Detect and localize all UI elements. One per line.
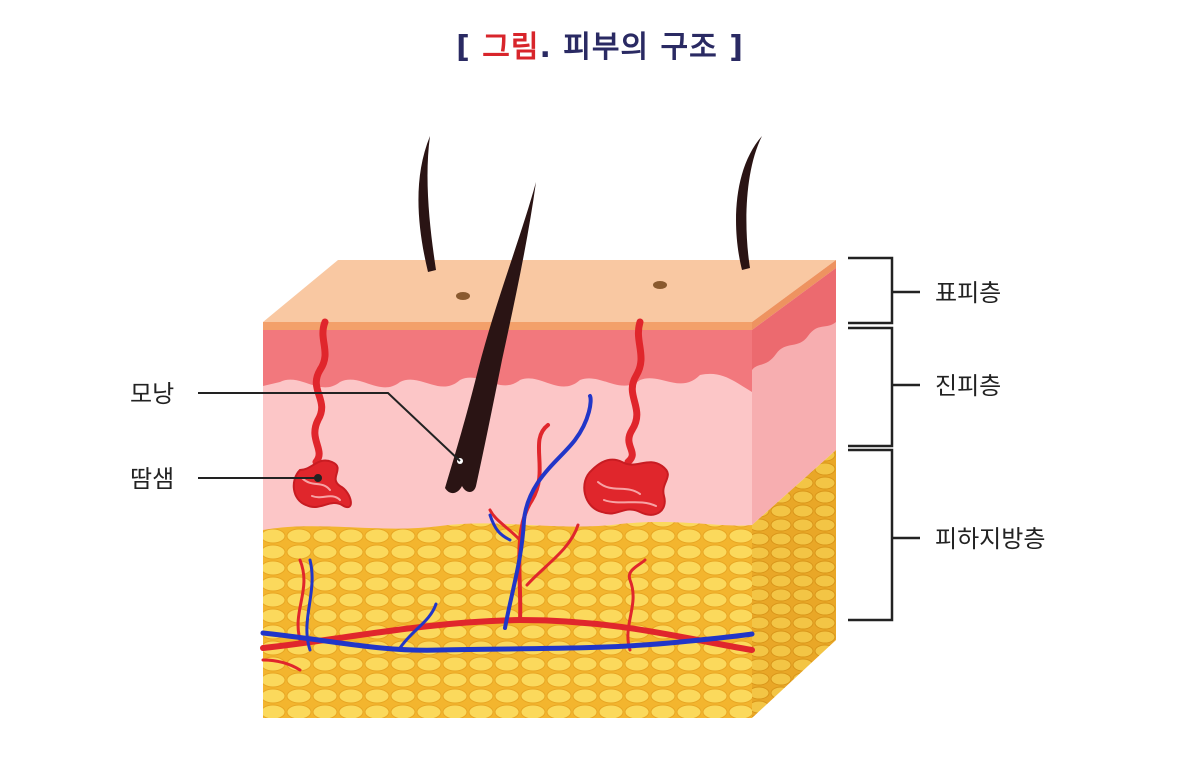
artery xyxy=(260,423,755,672)
vein xyxy=(260,394,755,653)
label-subcutaneous: 피하지방층 xyxy=(935,525,1045,553)
label-hair-follicle: 모낭 xyxy=(130,380,174,408)
title-close-bracket: ] xyxy=(729,30,744,65)
title-open-bracket: [ xyxy=(456,30,471,65)
pore-icon xyxy=(456,292,470,300)
figure-title: [ 그림. 피부의 구조 ] xyxy=(0,22,1200,66)
label-sweat-gland: 땀샘 xyxy=(130,465,174,493)
layer-brackets xyxy=(848,256,920,622)
title-accent: 그림 xyxy=(482,30,540,65)
bracket-dermis xyxy=(848,326,894,448)
title-text: . 피부의 구조 xyxy=(539,30,718,65)
epidermis-top-face xyxy=(263,260,836,330)
label-dermis: 진피층 xyxy=(935,372,1001,400)
pore-icon xyxy=(653,281,667,289)
bracket-epidermis xyxy=(848,256,894,325)
label-epidermis: 표피층 xyxy=(935,279,1001,307)
sweat-gland-right xyxy=(583,318,669,516)
hair-right xyxy=(736,136,762,270)
dermis-side xyxy=(752,268,836,525)
bracket-subcutaneous xyxy=(848,448,894,622)
sweat-gland-left xyxy=(292,318,352,509)
hair-left xyxy=(418,136,436,272)
leader-lines xyxy=(198,392,461,482)
fat-side xyxy=(752,450,836,718)
